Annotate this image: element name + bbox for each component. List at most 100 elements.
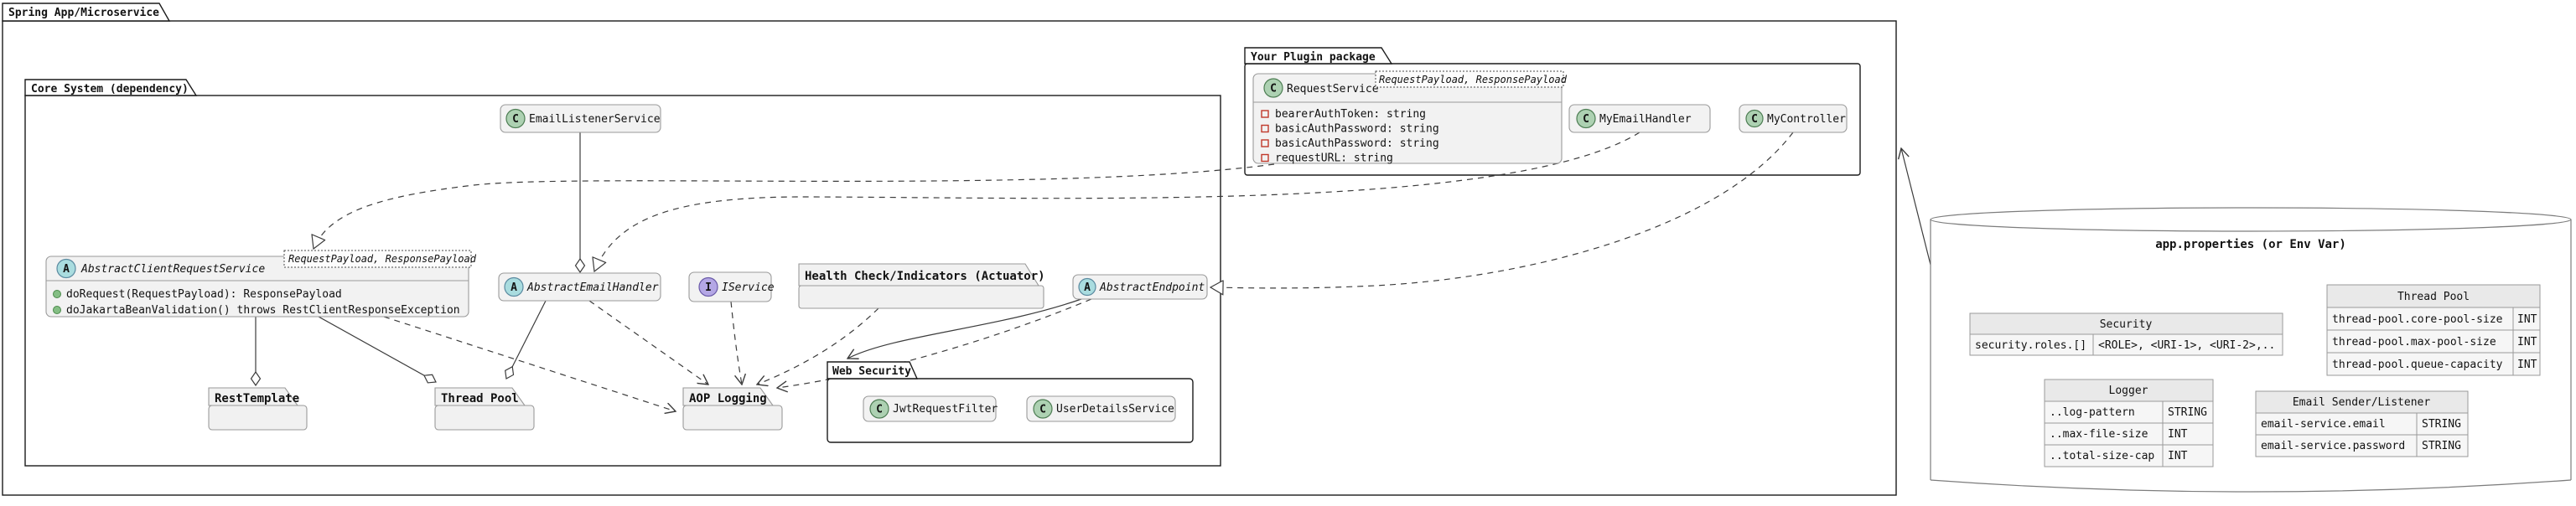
edge-dep-endpoint-aop [777, 298, 1092, 388]
public-method-icon [53, 306, 61, 314]
private-field-icon [1261, 139, 1269, 147]
cell-value: STRING [2168, 406, 2207, 419]
class-icon [505, 108, 526, 129]
table-header [2044, 379, 2214, 402]
class-user-details-service: C UserDetailsService [1026, 395, 1176, 422]
package-your-plugin-title: Your Plugin package [1251, 51, 1376, 64]
class-name: AbstractEndpoint [1099, 281, 1205, 294]
package-core-system-title: Core System (dependency) [31, 83, 189, 96]
abstract-icon-letter: A [1084, 281, 1091, 294]
table-title: Security [2100, 318, 2153, 331]
class-box [1568, 104, 1711, 133]
edge-extends-mycontroller [1210, 132, 1794, 288]
class-box [498, 272, 661, 302]
class-box [1026, 395, 1176, 422]
cell-value: STRING [2422, 418, 2461, 431]
class-request-service: C RequestService RequestPayload, Respons… [1252, 70, 1568, 165]
class-icon [869, 399, 889, 419]
class-icon-letter: C [512, 113, 519, 126]
abstract-icon [1078, 277, 1096, 297]
edge-dep-handler-aop [588, 300, 708, 385]
class-name: AbstractClientRequestService [80, 263, 265, 276]
abstract-icon [56, 258, 76, 279]
edge-endpoint-websecurity [847, 298, 1082, 359]
table-cell [1969, 333, 2094, 356]
cell-value: INT [2168, 450, 2188, 462]
table-title: Logger [2109, 385, 2148, 397]
class-name: MyEmailHandler [1599, 113, 1692, 126]
package-core-system-tab [24, 79, 198, 96]
frame-body [682, 405, 783, 431]
class-icon-letter: C [876, 404, 883, 416]
generic-label-box [283, 250, 472, 268]
edge-dep-iservice-aop [730, 301, 742, 385]
generic-label: RequestPayload, ResponsePayload [288, 253, 477, 265]
frame-rest-template: RestTemplate [208, 387, 308, 431]
package-spring-app-title: Spring App/Microservice [8, 7, 159, 19]
class-name: MyController [1767, 113, 1846, 126]
frame-thread-pool: Thread Pool [434, 387, 535, 431]
generic-label: RequestPayload, ResponsePayload [1379, 74, 1568, 85]
class-icon-letter: C [1583, 113, 1589, 126]
cell-key: security.roles.[] [1975, 339, 2086, 352]
frame-body [798, 285, 1044, 309]
edge-composition-handler-threadpool [506, 300, 547, 379]
frame-title: Health Check/Indicators (Actuator) [805, 270, 1045, 283]
cell-key: ..max-file-size [2050, 428, 2148, 441]
cell-value: <ROLE>, <URI-1>, <URI-2>,.. [2098, 339, 2275, 352]
method-dorequest: doRequest(RequestPayload): ResponsePaylo… [66, 288, 342, 301]
cell-value: INT [2517, 359, 2537, 371]
cylinder-bottom [1930, 479, 2572, 493]
package-web-security: Web Security C JwtRequestFilter C UserDe… [827, 361, 1194, 443]
table-cell [2044, 444, 2164, 467]
cell-key: thread-pool.queue-capacity [2332, 359, 2503, 371]
table-header [2326, 284, 2541, 308]
table-security: Security security.roles.[] <ROLE>, <URI-… [1969, 312, 2283, 356]
field-requesturl: requestURL: string [1275, 152, 1393, 165]
class-name: UserDetailsService [1056, 403, 1174, 416]
frame-title: AOP Logging [689, 392, 767, 405]
database-app-properties: app.properties (or Env Var) Security sec… [1930, 207, 2572, 493]
class-icon-letter: C [1270, 83, 1277, 96]
table-cell [2416, 434, 2469, 457]
class-box [863, 395, 997, 422]
class-icon-letter: C [1039, 404, 1046, 416]
frame-body [208, 405, 308, 431]
table-header [2255, 390, 2469, 414]
cell-key: thread-pool.core-pool-size [2332, 313, 2503, 326]
cylinder-top [1930, 207, 2572, 232]
cell-key: email-service.email [2261, 418, 2386, 431]
interface-icon-letter: I [705, 281, 712, 294]
edge-dep-client-aop [383, 316, 676, 411]
package-web-security-tab [827, 361, 919, 380]
edge-composition-client-threadpool [318, 316, 436, 382]
table-email: Email Sender/Listener email-service.emai… [2255, 390, 2469, 457]
table-cell [2044, 422, 2164, 446]
cell-value: STRING [2422, 440, 2461, 452]
config-title: app.properties (or Env Var) [2155, 238, 2346, 251]
class-name: IService [722, 281, 775, 294]
table-logger: Logger ..log-pattern STRING ..max-file-s… [2044, 379, 2214, 467]
class-jwt-request-filter: C JwtRequestFilter [863, 395, 998, 422]
private-field-icon [1261, 153, 1269, 163]
class-box [1739, 104, 1848, 133]
field-basicauthpassword-2: basicAuthPassword: string [1275, 137, 1439, 150]
cell-key: ..total-size-cap [2050, 450, 2154, 462]
class-box [45, 256, 469, 318]
table-cell [2162, 444, 2214, 467]
cell-key: email-service.password [2261, 440, 2405, 452]
class-name: JwtRequestFilter [893, 403, 998, 416]
frame-aop-logging: AOP Logging [682, 387, 783, 431]
edge-config-to-app [1901, 148, 1931, 266]
class-box [500, 104, 661, 133]
table-cell [2326, 352, 2514, 376]
package-spring-app-tab [2, 3, 171, 22]
table-cell [2255, 434, 2418, 457]
abstract-icon-letter: A [63, 263, 70, 276]
public-method-icon [53, 290, 61, 298]
table-cell [2512, 352, 2541, 376]
class-name: AbstractEmailHandler [526, 281, 659, 294]
class-my-email-handler: C MyEmailHandler [1568, 104, 1711, 133]
